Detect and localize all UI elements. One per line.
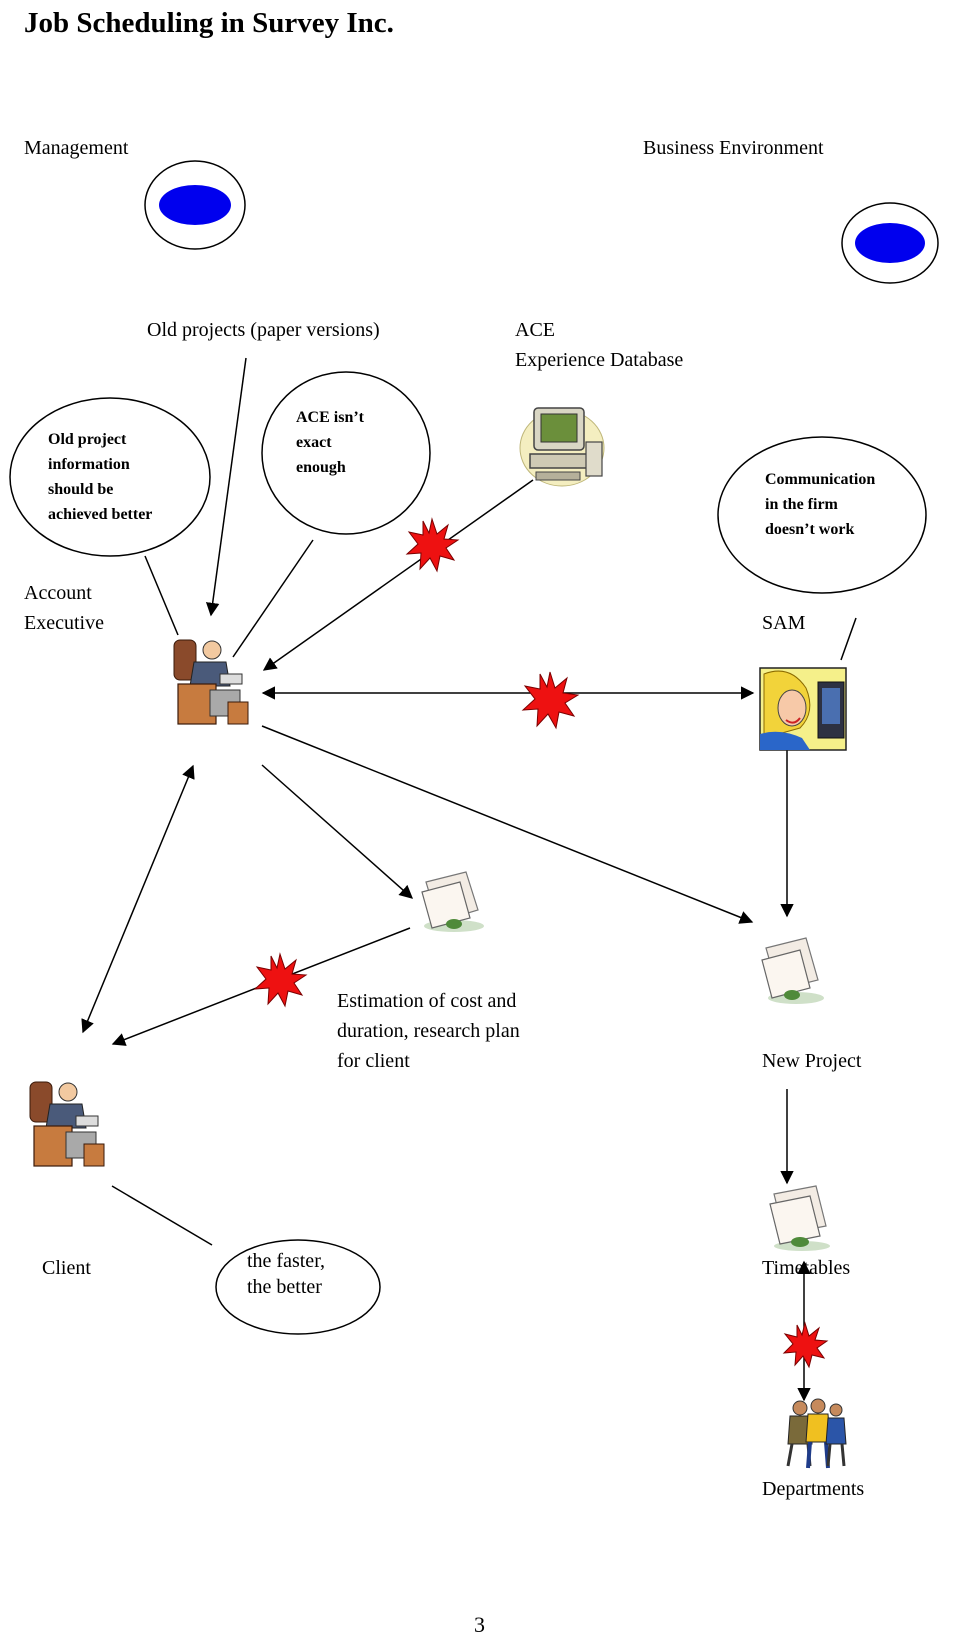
account-executive-label: Account Executive <box>24 582 104 634</box>
page-title: Job Scheduling in Survey Inc. <box>24 7 394 39</box>
arrow-ae-estimation <box>261 764 414 899</box>
bubble-communication <box>717 436 927 594</box>
account-executive-person-icon <box>173 639 249 725</box>
estimation-label: Estimation of cost and duration, researc… <box>337 990 520 1072</box>
old-projects-label: Old projects (paper versions) <box>147 319 380 341</box>
timetables-document-icon <box>769 1185 830 1251</box>
conflict-starburst-icon <box>782 1321 829 1369</box>
estimation-document-icon <box>421 871 484 932</box>
new-project-document-icon <box>761 937 824 1004</box>
conflict-starburst-icon <box>521 671 580 730</box>
timetables-label: Timetables <box>762 1257 851 1279</box>
business-environment-label: Business Environment <box>643 137 824 159</box>
bubble-old-project-info-text: Old project information should be achiev… <box>48 431 153 523</box>
arrow-old-projects <box>205 357 247 617</box>
sam-label: SAM <box>762 612 806 634</box>
arrow-ae-client <box>81 764 195 1034</box>
management-node-icon <box>144 160 246 250</box>
departments-people-group-icon <box>786 1398 847 1469</box>
ace-database-label: ACE Experience Database <box>515 319 684 371</box>
sam-woman-computer-icon <box>759 667 847 751</box>
conflict-starburst-icon <box>405 517 460 573</box>
business-environment-node-icon <box>841 202 939 284</box>
bubble-communication-text: Communication in the firm doesn’t work <box>765 471 876 538</box>
arrow-ae-newproject <box>261 725 754 924</box>
client-label: Client <box>42 1257 91 1279</box>
management-label: Management <box>24 137 129 159</box>
bubble-ace-not-exact-text: ACE isn’t exact enough <box>296 409 365 476</box>
bubble-old-project-info <box>9 397 211 557</box>
departments-label: Departments <box>762 1478 865 1500</box>
bubble-faster-better-text: the faster, the better <box>247 1250 326 1298</box>
client-person-icon <box>29 1081 105 1167</box>
page-number: 3 <box>474 1612 485 1637</box>
new-project-label: New Project <box>762 1050 862 1072</box>
bubble-ace-not-exact <box>261 371 431 535</box>
bubble-tails <box>111 539 857 1246</box>
ace-database-computer-icon <box>519 407 605 487</box>
bubble-faster-better <box>215 1239 381 1335</box>
arrow-ace-to-ae <box>262 479 534 671</box>
conflict-starburst-icon <box>253 952 308 1008</box>
